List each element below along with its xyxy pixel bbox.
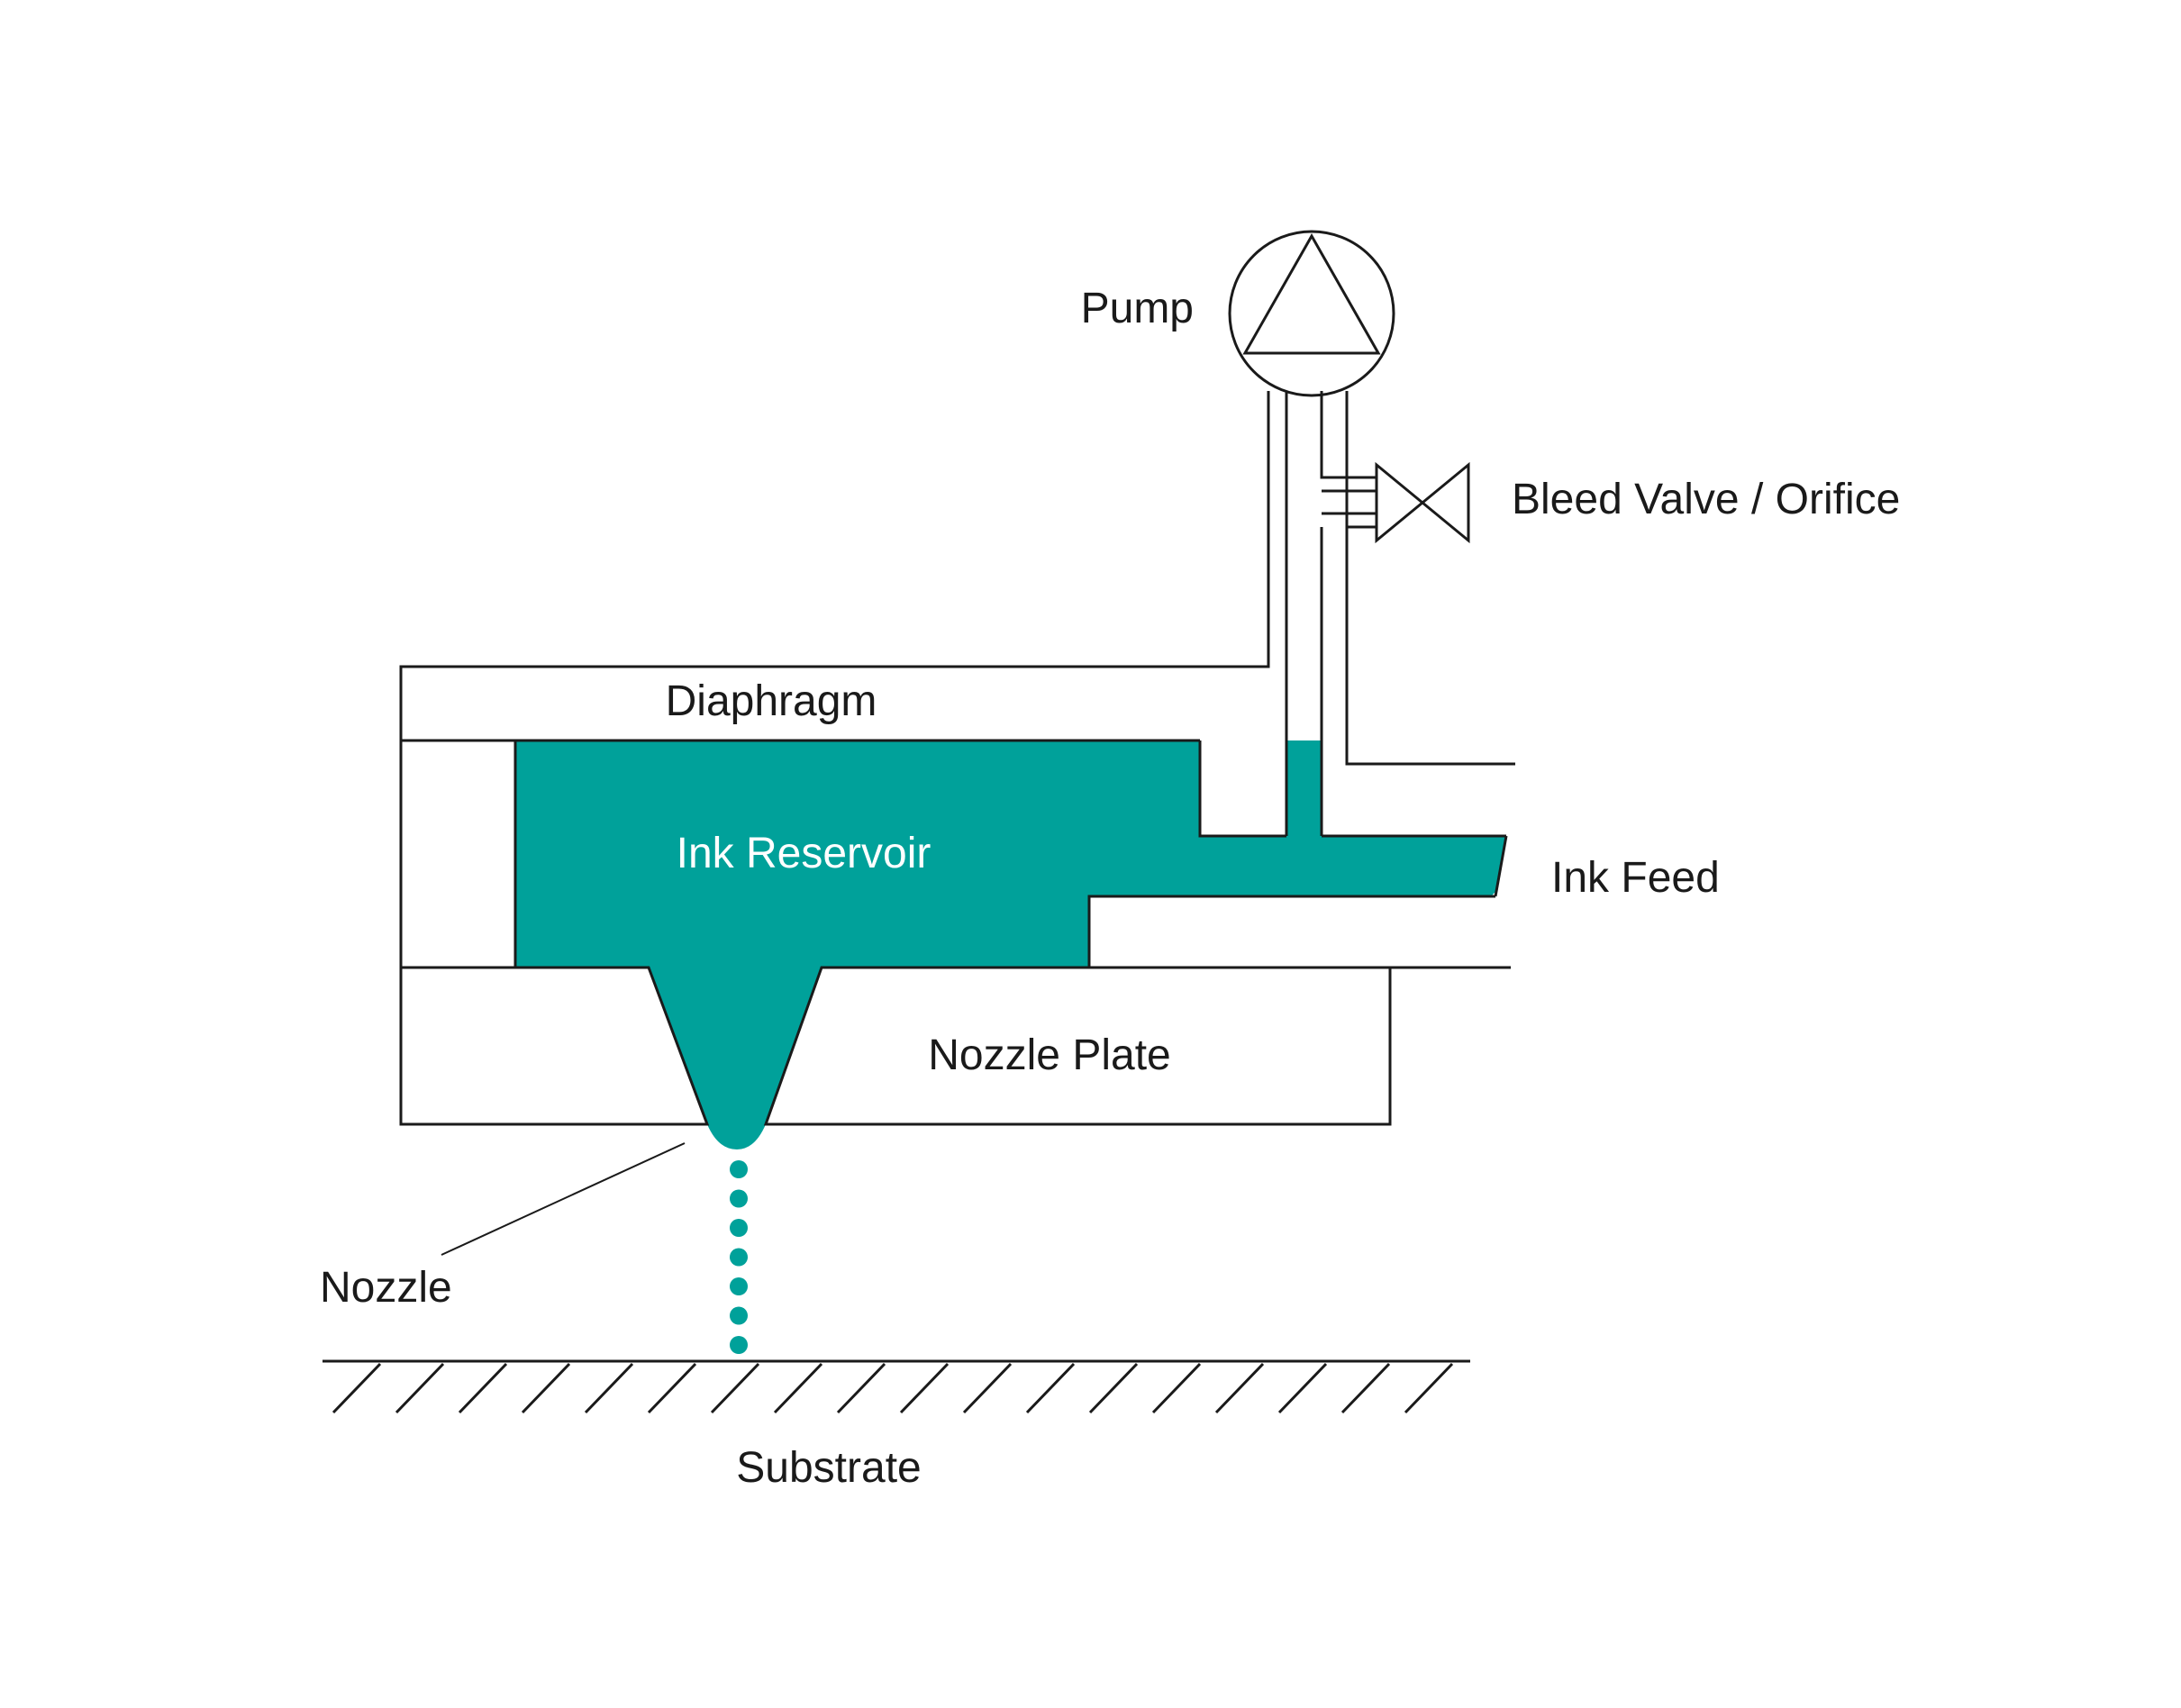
ink-fill — [515, 740, 1506, 1149]
ink-droplet — [730, 1160, 748, 1178]
pump-label: Pump — [1081, 285, 1194, 332]
ink-droplet — [730, 1306, 748, 1325]
substrate-hatch-line — [1025, 1362, 1076, 1414]
reservoir-outline — [1198, 740, 1286, 838]
ink-droplet — [730, 1248, 748, 1267]
nozzle-plate — [399, 966, 710, 1126]
nozzle-plate-label: Nozzle Plate — [928, 1031, 1170, 1079]
ink-reservoir-fill — [515, 740, 1506, 1149]
ink-feed-channel-top — [1345, 391, 1515, 766]
diaphragm-label: Diaphragm — [666, 677, 877, 725]
substrate-hatching — [332, 1362, 1454, 1414]
diaphragm — [399, 391, 1270, 742]
substrate-hatch-line — [395, 1362, 445, 1414]
ink-feed-end — [1494, 835, 1508, 897]
pump-icon — [1228, 230, 1395, 397]
printhead-outlines — [399, 391, 1515, 1126]
substrate-hatch-line — [1277, 1362, 1328, 1414]
ink-feed-channel-bottom — [1087, 895, 1511, 969]
ink-droplet — [730, 1189, 748, 1208]
substrate-hatch-line — [332, 1362, 382, 1414]
nozzle-plate-right — [763, 966, 1392, 1126]
substrate-hatch-line — [773, 1362, 823, 1414]
ink-feed-label: Ink Feed — [1551, 854, 1720, 902]
substrate-label: Substrate — [736, 1444, 921, 1492]
ink-droplets — [730, 1160, 748, 1354]
substrate-hatch-line — [836, 1362, 886, 1414]
ink-reservoir-label: Ink Reservoir — [677, 830, 931, 877]
substrate — [323, 1359, 1470, 1414]
substrate-hatch-line — [1214, 1362, 1265, 1414]
nozzle-label: Nozzle — [320, 1264, 452, 1312]
ink-droplet — [730, 1219, 748, 1237]
ink-droplet — [730, 1336, 748, 1354]
substrate-hatch-line — [1340, 1362, 1391, 1414]
substrate-hatch-line — [899, 1362, 950, 1414]
bleed-valve-label: Bleed Valve / Orifice — [1512, 476, 1900, 523]
left-body-block — [399, 740, 517, 969]
ink-droplet — [730, 1277, 748, 1295]
substrate-hatch-line — [962, 1362, 1013, 1414]
substrate-hatch-line — [1151, 1362, 1202, 1414]
valve-icon — [1375, 461, 1470, 544]
substrate-hatch-line — [710, 1362, 760, 1414]
substrate-hatch-line — [1088, 1362, 1139, 1414]
substrate-hatch-line — [647, 1362, 697, 1414]
substrate-hatch-line — [584, 1362, 634, 1414]
pump-pipe-right — [1320, 391, 1347, 479]
substrate-hatch-line — [1404, 1362, 1454, 1414]
substrate-hatch-line — [521, 1362, 571, 1414]
nozzle-leader-line — [441, 1142, 686, 1256]
bleed-valve-stub — [1322, 476, 1377, 529]
substrate-hatch-line — [458, 1362, 508, 1414]
